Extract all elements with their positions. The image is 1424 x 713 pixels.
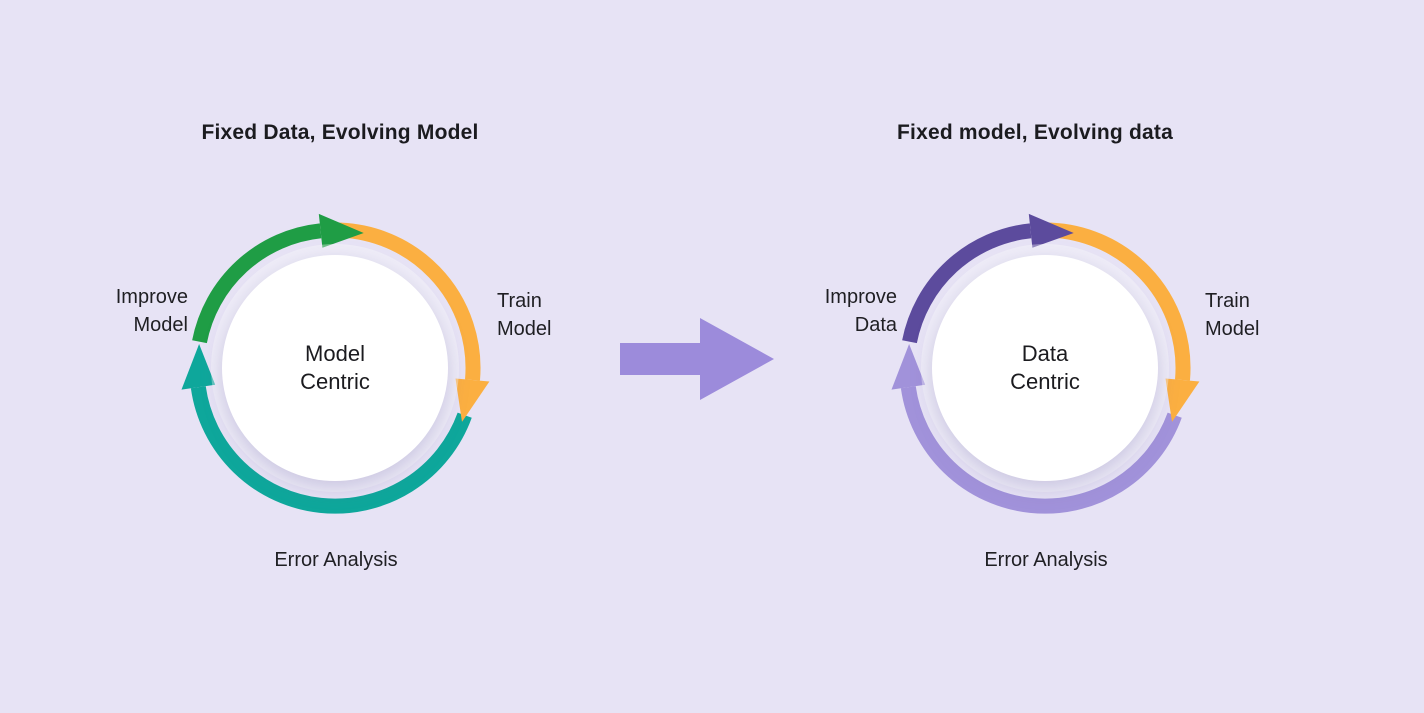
transition-arrow-icon	[620, 318, 774, 400]
model-centric-title: Fixed Data, Evolving Model	[201, 121, 479, 144]
improve-model-arc	[192, 223, 322, 344]
improve-data-arc	[902, 223, 1032, 344]
center-label-line1: Model	[305, 341, 365, 366]
right-arrow-shape	[620, 318, 774, 400]
label-line: Train	[497, 290, 542, 312]
label-line: Model	[497, 318, 552, 340]
train-model-label: Train Model	[1205, 287, 1259, 343]
improve-data-label: Improve Data	[750, 283, 897, 339]
label-line: Improve	[115, 286, 188, 308]
improve-data-arrowhead-icon	[1028, 213, 1074, 248]
center-label-line2: Centric	[300, 369, 370, 394]
train-model-label: Train Model	[497, 287, 551, 343]
model-centric-circle	[222, 255, 448, 481]
label-line: Train	[1205, 290, 1250, 312]
improve-model-label: Improve Model	[40, 283, 188, 339]
error-analysis-label: Error Analysis	[274, 549, 398, 571]
improve-model-arrowhead-icon	[318, 213, 364, 248]
data-centric-circle	[932, 255, 1158, 481]
error-analysis-arc	[190, 386, 472, 514]
label-line: Data	[854, 314, 897, 336]
train-model-arrowhead-icon	[1165, 378, 1200, 422]
label-line: Model	[133, 314, 188, 336]
error-analysis-label: Error Analysis	[984, 549, 1108, 571]
train-model-arrowhead-icon	[455, 378, 490, 422]
label-line: Model	[1205, 318, 1260, 340]
model-centric-cycle-diagram	[181, 213, 490, 514]
center-label-line1: Data	[1021, 341, 1069, 366]
label-line: Improve	[824, 286, 897, 308]
data-centric-label: Data Centric	[945, 340, 1145, 396]
model-centric-label: Model Centric	[235, 340, 435, 396]
data-centric-title: Fixed model, Evolving data	[897, 121, 1173, 144]
error-analysis-arrowhead-icon	[181, 344, 216, 390]
center-label-line2: Centric	[1010, 369, 1080, 394]
error-analysis-arc	[900, 386, 1182, 514]
error-analysis-arrowhead-icon	[891, 344, 926, 390]
data-centric-cycle-diagram	[891, 213, 1200, 514]
